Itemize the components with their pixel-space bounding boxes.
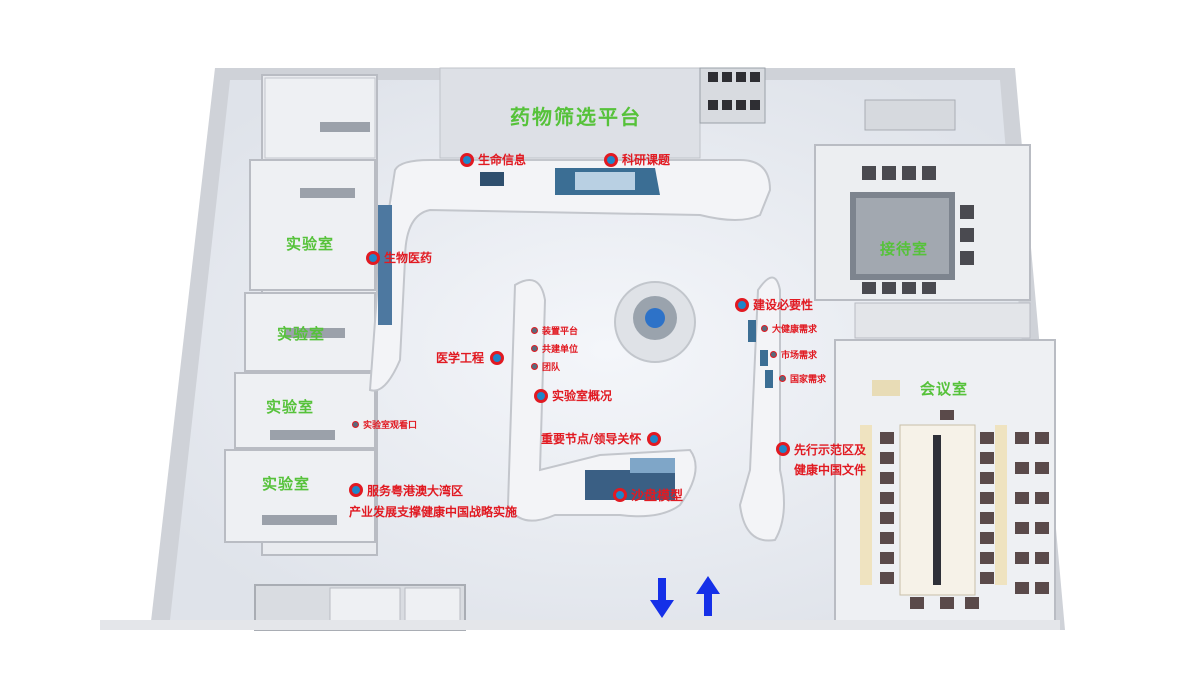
hotspot-label: 实验室观看口: [363, 421, 418, 431]
hotspot-label: 生物医药: [384, 251, 433, 265]
hotspot-marker-icon: [490, 350, 505, 365]
hotspot-gba[interactable]: 服务粤港澳大湾区 产业发展支撑健康中国战略实施: [349, 481, 517, 523]
area-lab-3: 实验室: [266, 398, 315, 416]
hotspot-life-info[interactable]: 生命信息: [460, 151, 526, 168]
subpoint-platform[interactable]: 装置平台: [531, 324, 578, 337]
hotspot-marker-icon: [613, 487, 627, 502]
hotspot-build-necessity[interactable]: 建设必要性: [735, 296, 813, 313]
subpoint-marker-icon: [531, 327, 538, 334]
subpoint-health-demand[interactable]: 大健康需求: [761, 322, 817, 335]
hotspot-marker-icon: [349, 483, 363, 497]
subpoint-marker-icon: [761, 325, 768, 332]
area-lab-2: 实验室: [277, 325, 326, 343]
lab-room-1: [249, 159, 376, 291]
hotspot-marker-icon: [534, 388, 548, 403]
hotspot-label: 生命信息: [478, 153, 527, 167]
subpoint-marker-icon: [531, 363, 538, 370]
hotspot-medical-eng[interactable]: 医学工程: [436, 349, 505, 366]
subpoint-co-builders[interactable]: 共建单位: [531, 342, 578, 355]
lab-room-3: [234, 372, 376, 449]
hotspot-lab-window[interactable]: 实验室观看口: [352, 418, 417, 431]
hotspot-marker-icon: [352, 421, 359, 428]
arrow-down-icon[interactable]: [650, 578, 674, 622]
hotspot-label-line2: 产业发展支撑健康中国战略实施: [349, 505, 518, 519]
exhibition-wall: [368, 159, 772, 392]
hotspot-marker-icon: [735, 297, 749, 312]
hotspot-lab-overview[interactable]: 实验室概况: [534, 387, 612, 404]
arrow-up-icon[interactable]: [696, 576, 720, 620]
hotspot-sand-table[interactable]: 沙盘模型: [613, 485, 683, 504]
area-meeting: 会议室: [920, 380, 969, 398]
hotspot-label: 先行示范区及 健康中国文件: [794, 440, 866, 480]
hotspot-label: 重要节点/领导关怀: [541, 432, 642, 446]
right-wall: [738, 276, 785, 542]
lab-room-4: [224, 449, 376, 543]
hotspot-label: 医学工程: [436, 351, 485, 365]
subpoint-marker-icon: [531, 345, 538, 352]
area-reception: 接待室: [880, 240, 929, 258]
hotspot-label: 沙盘模型: [631, 489, 684, 504]
subpoint-label: 大健康需求: [772, 325, 818, 335]
hotspot-label: 服务粤港澳大湾区 产业发展支撑健康中国战略实施: [349, 481, 517, 523]
hotspot-label: 科研课题: [622, 153, 671, 167]
hotspot-demo-zone[interactable]: 先行示范区及 健康中国文件: [776, 440, 866, 480]
hotspot-label: 建设必要性: [753, 298, 814, 312]
hotspot-marker-icon: [776, 442, 790, 456]
hotspot-key-nodes[interactable]: 重要节点/领导关怀: [541, 430, 662, 447]
hotspot-marker-icon: [647, 431, 662, 446]
subpoint-label: 国家需求: [790, 375, 827, 385]
area-drug-screening: 药物筛选平台: [510, 105, 642, 129]
subpoint-market-demand[interactable]: 市场需求: [770, 348, 817, 361]
subpoint-label: 市场需求: [781, 351, 818, 361]
hotspot-label-line1: 先行示范区及: [794, 443, 867, 457]
subpoint-team[interactable]: 团队: [531, 360, 560, 373]
subpoint-label: 团队: [542, 363, 561, 373]
subpoint-marker-icon: [770, 351, 777, 358]
area-lab-1: 实验室: [286, 235, 335, 253]
hotspot-label-line1: 服务粤港澳大湾区: [367, 484, 464, 498]
subpoint-national-demand[interactable]: 国家需求: [779, 372, 826, 385]
hotspot-label: 实验室概况: [552, 389, 613, 403]
hotspot-bio-medicine[interactable]: 生物医药: [366, 249, 432, 266]
subpoint-label: 共建单位: [542, 345, 579, 355]
area-lab-4: 实验室: [262, 475, 311, 493]
hotspot-marker-icon: [460, 152, 474, 167]
subpoint-marker-icon: [779, 375, 786, 382]
hotspot-marker-icon: [604, 152, 618, 167]
hotspot-label-line2: 健康中国文件: [794, 463, 867, 477]
hotspot-research[interactable]: 科研课题: [604, 151, 670, 168]
hotspot-marker-icon: [366, 250, 380, 265]
subpoint-label: 装置平台: [542, 327, 579, 337]
